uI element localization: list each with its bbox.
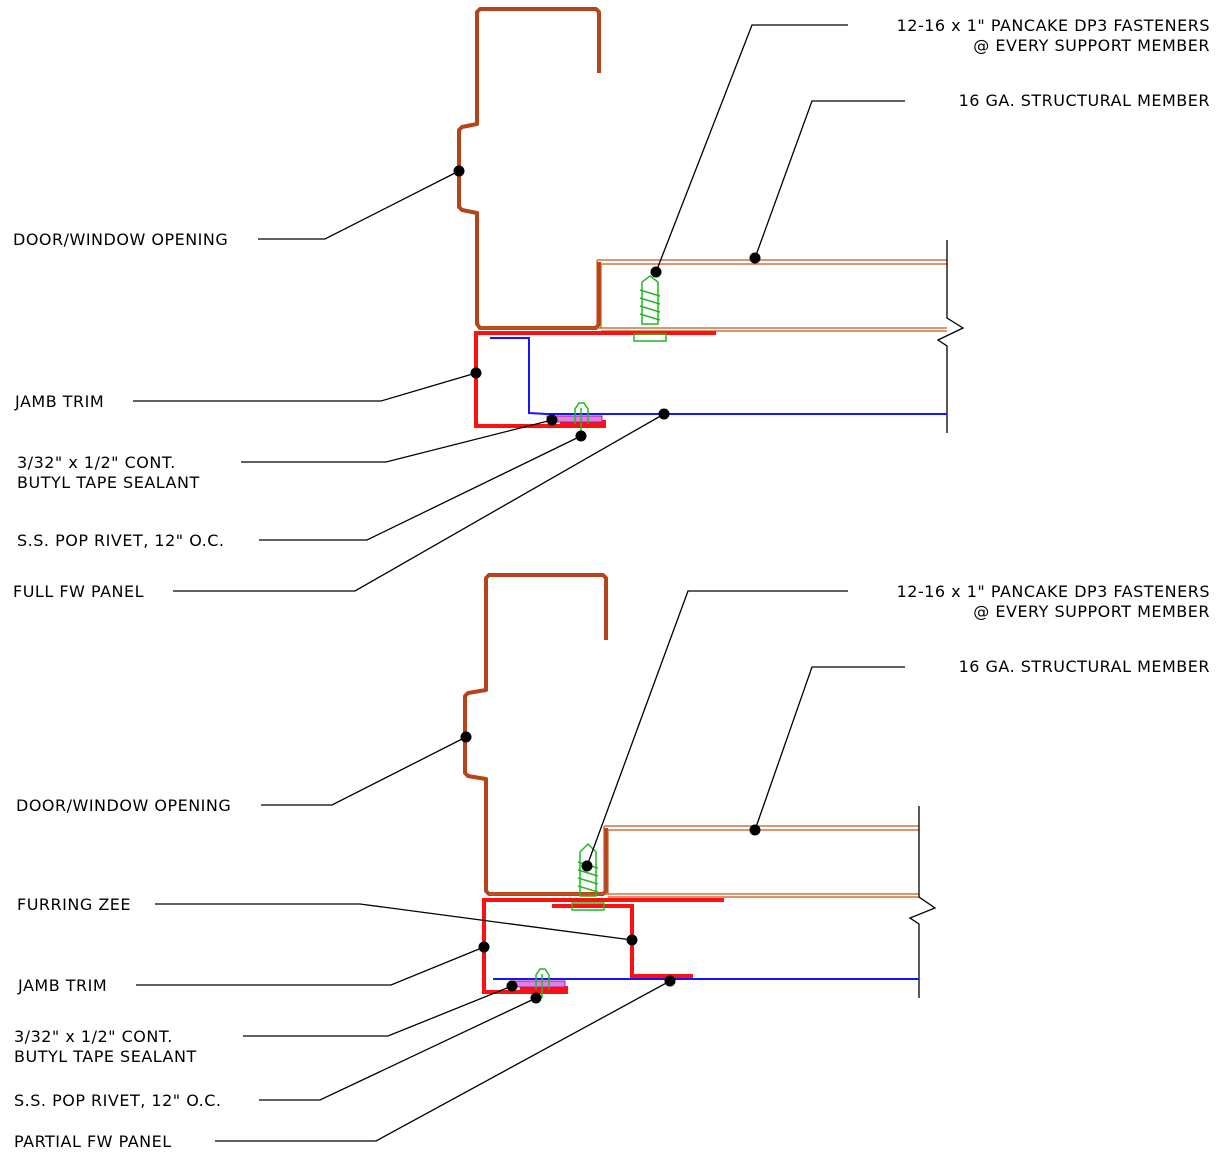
pop-rivet [535,968,550,998]
jamb-label: JAMB TRIM [17,976,107,995]
rivet-label: S.S. POP RIVET, 12" O.C. [14,1091,221,1110]
structural-label: 16 GA. STRUCTURAL MEMBER [959,91,1210,110]
panel-label: FULL FW PANEL [13,582,144,601]
jamb-trim [474,331,716,428]
jamb-leader [136,946,485,986]
detail-partial-panel: 12-16 x 1" PANCAKE DP3 FASTENERS @ EVERY… [14,573,1210,1151]
opening-frame [457,7,601,330]
panel-label: PARTIAL FW PANEL [14,1132,172,1151]
tape-leader [241,419,553,463]
opening-leader [258,170,460,240]
fastener-label: 12-16 x 1" PANCAKE DP3 FASTENERS [897,582,1210,601]
opening-label: DOOR/WINDOW OPENING [13,230,228,249]
opening-label: DOOR/WINDOW OPENING [16,796,231,815]
jamb-leader [133,372,477,402]
break-line [908,806,937,998]
furring-zee [552,904,693,978]
structural-leader [754,666,905,831]
panel-leader [173,413,665,592]
detail-full-panel: 12-16 x 1" PANCAKE DP3 FASTENERS @ EVERY… [13,7,1210,601]
fastener-leader [586,590,848,867]
structural-member [489,825,919,898]
fastener-label-2: @ EVERY SUPPORT MEMBER [973,36,1210,55]
tape-leader [243,985,513,1037]
rivet-leader [259,997,537,1101]
fastener-label-2: @ EVERY SUPPORT MEMBER [973,602,1210,621]
panel-leader [215,980,671,1142]
pancake-fastener [633,275,667,342]
tape-label-2: BUTYL TAPE SEALANT [14,1047,197,1066]
zee-leader [155,903,633,941]
fastener-leader [655,24,848,273]
rivet-label: S.S. POP RIVET, 12" O.C. [17,531,224,550]
opening-leader [261,736,467,806]
zee-label: FURRING ZEE [17,895,131,914]
tape-label-2: BUTYL TAPE SEALANT [17,473,200,492]
structural-label: 16 GA. STRUCTURAL MEMBER [959,657,1210,676]
fastener-label: 12-16 x 1" PANCAKE DP3 FASTENERS [897,16,1210,35]
tape-label: 3/32" x 1/2" CONT. [14,1027,173,1046]
pop-rivet [574,402,589,432]
structural-leader [754,100,905,259]
break-line [936,240,965,433]
tape-label: 3/32" x 1/2" CONT. [17,453,176,472]
rivet-leader [259,435,582,541]
jamb-label: JAMB TRIM [14,392,104,411]
butyl-tape [509,980,566,988]
full-fw-panel [490,337,947,415]
structural-member [480,259,947,332]
